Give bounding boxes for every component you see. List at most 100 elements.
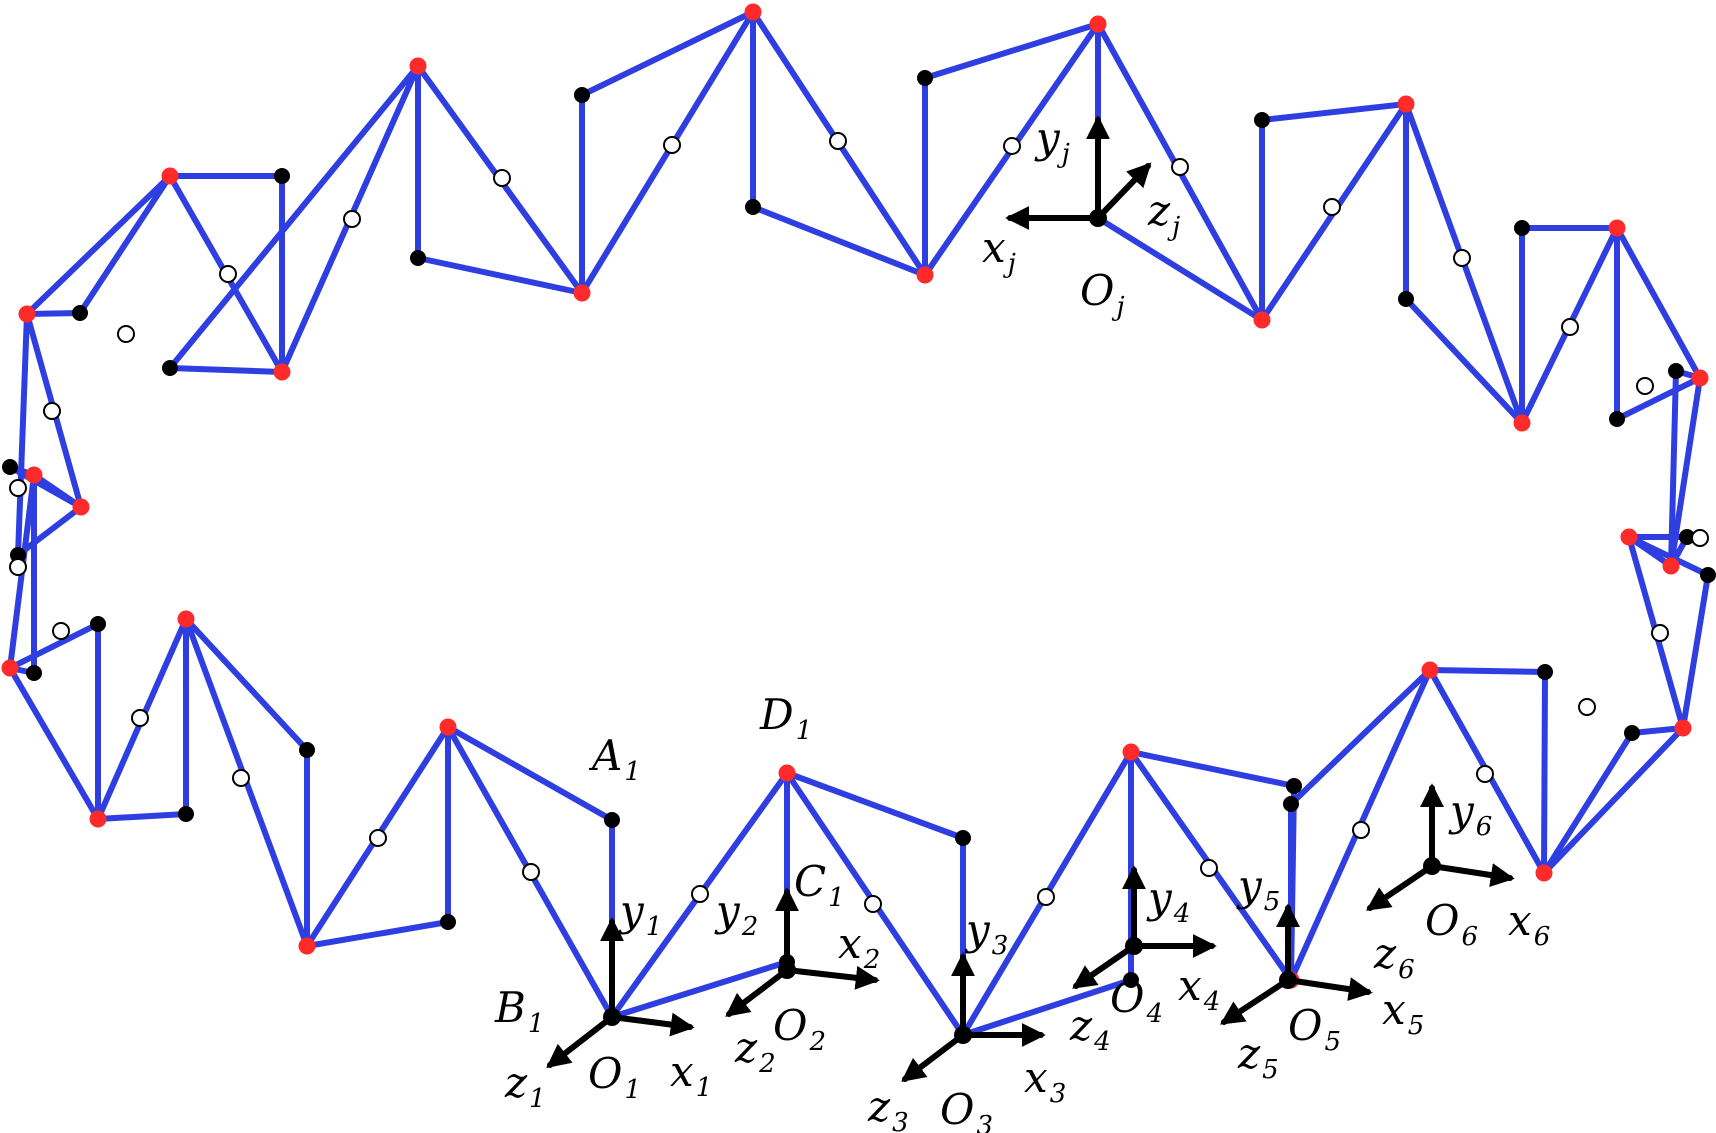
red-joint (1397, 95, 1415, 113)
red-joint (25, 466, 43, 484)
truss-edge (7, 665, 101, 822)
red-joint (1421, 661, 1439, 679)
label-yj: yj (1034, 113, 1070, 169)
truss-edge (167, 365, 285, 375)
black-joint (410, 250, 426, 266)
white-joint (1691, 529, 1709, 547)
truss-edge (784, 770, 966, 841)
truss-edge (183, 616, 310, 753)
truss-edge (415, 255, 585, 296)
label-y3: y3 (964, 905, 1008, 961)
white-joint (522, 863, 540, 881)
truss-edge (304, 919, 451, 949)
red-joint (298, 937, 316, 955)
truss-edge (750, 204, 928, 278)
label-O6: O6 (1425, 896, 1478, 952)
red-joint (1535, 864, 1553, 882)
label-y2: y2 (714, 886, 758, 942)
z-axis-arrow (1366, 863, 1435, 911)
label-C1: C1 (794, 857, 845, 913)
black-joint (1537, 664, 1553, 680)
z-axis-arrow (725, 967, 790, 1017)
truss-edge (77, 173, 173, 316)
white-joint (1636, 377, 1654, 395)
white-joint (9, 558, 27, 576)
label-z4: z4 (1069, 1001, 1111, 1057)
red-joint (1513, 414, 1531, 432)
black-joint (1286, 778, 1302, 794)
truss-edge (1128, 749, 1297, 789)
black-joint (1514, 220, 1530, 236)
black-joint (178, 806, 194, 822)
black-joint (745, 199, 761, 215)
black-joint (604, 812, 620, 828)
label-B1: B1 (494, 983, 544, 1039)
x-axis-arrow (784, 965, 880, 990)
red-joint (1662, 557, 1680, 575)
red-joint (744, 3, 762, 21)
red-joint (916, 266, 934, 284)
label-y4: y4 (1146, 873, 1190, 929)
truss-joints (1, 3, 1716, 1044)
coordinate-frames (546, 115, 1515, 1082)
white-joint (1171, 158, 1189, 176)
truss-edge (1541, 669, 1548, 876)
white-joint (1578, 698, 1596, 716)
z-axis-arrow (1219, 977, 1291, 1025)
black-joint (299, 742, 315, 758)
label-z2: z2 (734, 1023, 776, 1079)
truss-edge (1541, 725, 1686, 876)
label-x4: x4 (1178, 961, 1220, 1017)
truss-edge (1541, 730, 1635, 876)
label-O4: O4 (1110, 973, 1163, 1029)
truss-edge (1095, 215, 1265, 323)
white-joint (691, 885, 709, 903)
truss-edge (922, 21, 1101, 81)
label-O5: O5 (1288, 1001, 1341, 1057)
black-joint (574, 87, 590, 103)
white-joint (52, 622, 70, 640)
label-z1: z1 (504, 1058, 546, 1114)
label-z5: z5 (1237, 1029, 1279, 1085)
black-joint (1668, 363, 1684, 379)
z-axis-arrow (1072, 943, 1137, 989)
truss-edge (1668, 368, 1679, 569)
truss-edges (7, 9, 1711, 1038)
label-z6: z6 (1373, 929, 1415, 985)
white-joint (1651, 624, 1669, 642)
red-joint (573, 284, 591, 302)
truss-edge (167, 63, 421, 371)
label-y5: y5 (1236, 861, 1280, 917)
label-O3: O3 (940, 1085, 993, 1133)
truss-edge (1288, 667, 1433, 807)
white-joint (43, 402, 61, 420)
truss-edge (24, 173, 173, 317)
white-joint (232, 769, 250, 787)
red-joint (273, 363, 291, 381)
red-joint (72, 498, 90, 516)
black-joint (90, 616, 106, 632)
label-y6: y6 (1448, 786, 1492, 842)
truss-edge (1629, 725, 1686, 736)
truss-edge (445, 724, 615, 823)
white-joint (1037, 888, 1055, 906)
white-joint (219, 265, 237, 283)
red-joint (1253, 311, 1271, 329)
white-joint (493, 169, 511, 187)
label-x6: x6 (1508, 896, 1550, 952)
label-O1: O1 (588, 1049, 641, 1105)
white-joint (117, 325, 135, 343)
label-D1: D1 (759, 690, 812, 746)
red-joint (1089, 15, 1107, 33)
black-joint (1254, 112, 1270, 128)
truss-edge (1259, 101, 1409, 123)
white-joint (369, 829, 387, 847)
z-axis-arrow (546, 1014, 615, 1068)
white-joint (1453, 249, 1471, 267)
label-zj: zj (1147, 186, 1180, 242)
x-axis-arrow (609, 1012, 695, 1037)
label-O2: O2 (773, 1001, 826, 1057)
label-xj: xj (982, 223, 1016, 279)
white-joint (131, 709, 149, 727)
